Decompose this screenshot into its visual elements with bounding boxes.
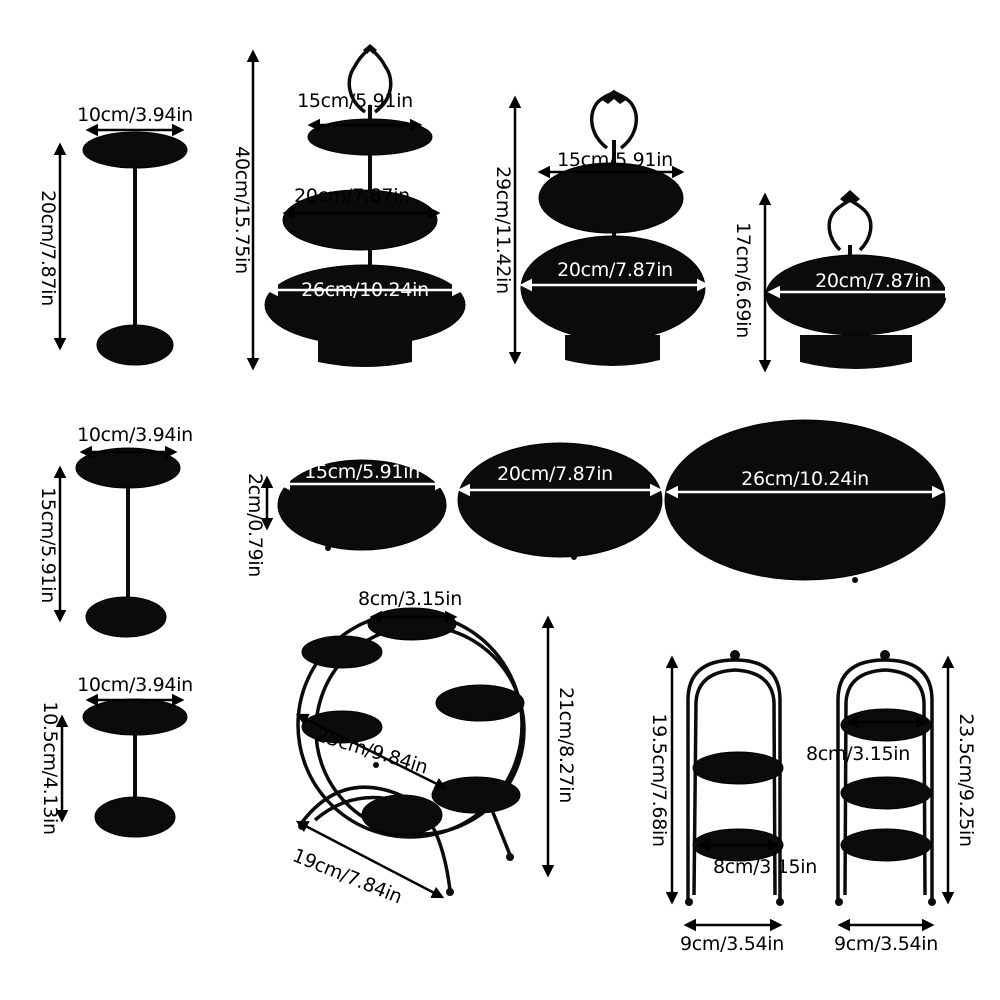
small-stand-b [75, 447, 181, 638]
arch-a-plate-label: 8cm/3.15in [713, 856, 817, 878]
flat-plate-medium-label: 20cm/7.87in [497, 463, 613, 485]
flat-plate-medium [457, 442, 663, 560]
two-tier-height-label: 29cm/11.42in [492, 166, 514, 294]
small-stand-c-height-label: 10.5cm/4.13in [39, 701, 61, 834]
small-stand-c-width-label: 10cm/3.94in [77, 674, 193, 696]
three-tier-height-label: 40cm/15.75in [231, 146, 253, 274]
flat-plate-height-label: 2cm/0.79in [244, 473, 266, 577]
arch-b-width-label: 9cm/3.54in [834, 933, 938, 955]
three-tier-top-label: 15cm/5.91in [297, 90, 413, 112]
round-rack-depth-label: 19cm/7.84in [289, 845, 405, 909]
one-tier-plate-label: 20cm/7.87in [815, 270, 931, 292]
dimension-arrow [295, 820, 445, 899]
small-stand-b-width-label: 10cm/3.94in [77, 424, 193, 446]
three-tier-middle-label: 20cm/7.87in [294, 185, 410, 207]
arch-b-height-label: 23.5cm/9.25in [955, 713, 977, 846]
flat-plate-small-label: 15cm/5.91in [304, 461, 420, 483]
small-stand-a-height-label: 20cm/7.87in [37, 190, 59, 306]
arch-a-height-label: 19.5cm/7.68in [648, 713, 670, 846]
three-tier-bottom-label: 26cm/10.24in [301, 279, 429, 301]
small-stand-c [82, 698, 188, 838]
small-stand-b-height-label: 15cm/5.91in [37, 487, 59, 603]
two-tier-top-label: 15cm/5.91in [557, 149, 673, 171]
round-rack-plate-label: 8cm/3.15in [358, 588, 462, 610]
flat-plate-large-label: 26cm/10.24in [741, 468, 869, 490]
flat-plate-large [664, 419, 946, 583]
dimension-arrow [295, 713, 448, 790]
arch-a-width-label: 9cm/3.54in [680, 933, 784, 955]
arch-stand-b [835, 650, 936, 906]
two-tier-bottom-label: 20cm/7.87in [557, 259, 673, 281]
small-stand-a-width-label: 10cm/3.94in [77, 104, 193, 126]
small-stand-a [82, 131, 188, 366]
round-rack-height-label: 21cm/8.27in [555, 687, 577, 803]
two-tier-stand [520, 89, 706, 366]
one-tier-height-label: 17cm/6.69in [732, 222, 754, 338]
arch-b-plate-label: 8cm/3.15in [806, 743, 910, 765]
